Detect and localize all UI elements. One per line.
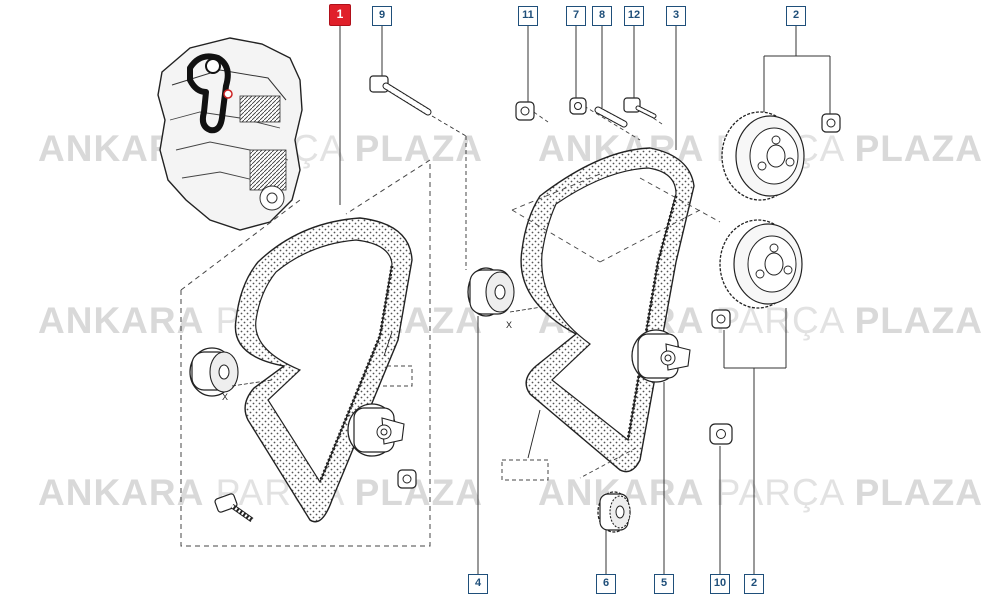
nut-10 xyxy=(709,423,733,445)
stud-8 xyxy=(594,106,628,128)
callout-5: 5 xyxy=(654,574,674,594)
callout-8: 8 xyxy=(592,6,612,26)
callout-6: 6 xyxy=(596,574,616,594)
cam-pulley-bottom xyxy=(719,219,803,309)
callout-3: 3 xyxy=(666,6,686,26)
timing-belt-left xyxy=(234,217,413,523)
bolt-12 xyxy=(623,97,657,119)
cam-pulley-top xyxy=(721,111,805,201)
tensioner-left xyxy=(347,403,405,457)
timing-belt-right xyxy=(520,147,695,473)
bolt-left xyxy=(214,493,254,523)
nut-2-bottom xyxy=(711,309,731,329)
callout-12: 12 xyxy=(624,6,644,26)
nut-left xyxy=(397,469,417,489)
callout-1: 1 xyxy=(329,4,351,26)
axis-label-right: X xyxy=(506,320,512,330)
callout-9: 9 xyxy=(372,6,392,26)
axis-label-left: X xyxy=(222,392,228,402)
callout-11: 11 xyxy=(518,6,538,26)
tensioner-5 xyxy=(631,329,691,383)
nut-2-top xyxy=(821,113,841,133)
nut-11 xyxy=(515,101,535,121)
callout-7: 7 xyxy=(566,6,586,26)
engine-block xyxy=(157,37,303,231)
nut-7 xyxy=(569,97,587,115)
crank-sprocket-6 xyxy=(597,491,631,533)
engine-belt-highlight xyxy=(187,53,231,134)
leader-2-top xyxy=(763,26,831,114)
callout-10: 10 xyxy=(710,574,730,594)
callout-2-bottom: 2 xyxy=(744,574,764,594)
idler-roller-left: X xyxy=(189,347,273,402)
callout-2-top: 2 xyxy=(786,6,806,26)
leader-2-bottom xyxy=(723,308,787,576)
idler-roller-4: X xyxy=(467,267,549,330)
callout-4: 4 xyxy=(468,574,488,594)
bolt-9 xyxy=(369,75,467,270)
